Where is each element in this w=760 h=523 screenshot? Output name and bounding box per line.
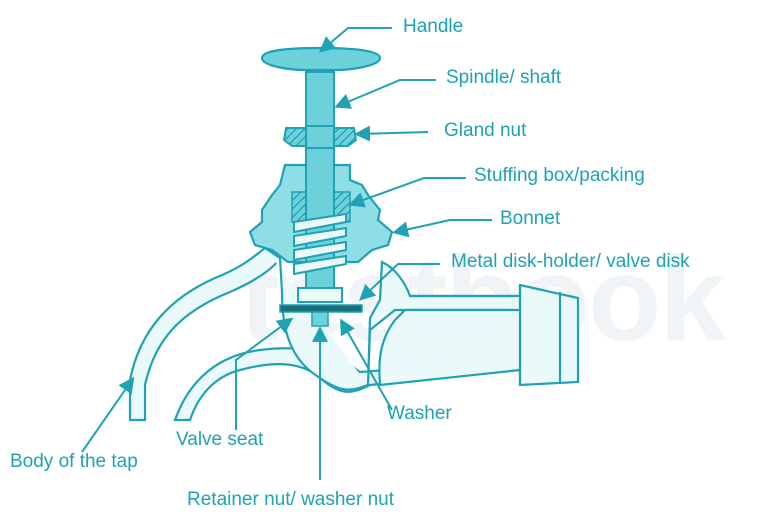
body-leader — [81, 376, 135, 453]
inlet-pipe — [518, 285, 562, 385]
label-disk-holder: Metal disk-holder/ valve disk — [451, 251, 690, 272]
handle-leader — [318, 27, 392, 53]
label-stuffing-box: Stuffing box/packing — [474, 165, 645, 186]
disk-holder-leader — [359, 263, 440, 301]
label-valve-seat: Valve seat — [176, 429, 264, 450]
label-bonnet: Bonnet — [500, 208, 561, 229]
spindle-threads — [293, 212, 347, 276]
stuffing-box-leader — [348, 177, 466, 208]
disk-holder — [279, 287, 363, 327]
washer-leader — [340, 318, 393, 411]
label-gland-nut: Gland nut — [444, 120, 527, 141]
tap-body — [128, 246, 580, 422]
leader-lines — [81, 27, 492, 480]
gland-nut — [282, 125, 358, 149]
valve-seat-leader — [235, 317, 294, 430]
label-body: Body of the tap — [10, 451, 138, 472]
bonnet-leader — [392, 219, 492, 238]
label-washer: Washer — [387, 403, 452, 424]
gland-nut-leader — [354, 125, 429, 142]
label-handle: Handle — [403, 16, 464, 37]
handle — [260, 46, 382, 72]
spindle-leader — [334, 79, 436, 109]
label-spindle: Spindle/ shaft — [446, 67, 562, 88]
label-retainer-nut: Retainer nut/ washer nut — [187, 489, 395, 510]
